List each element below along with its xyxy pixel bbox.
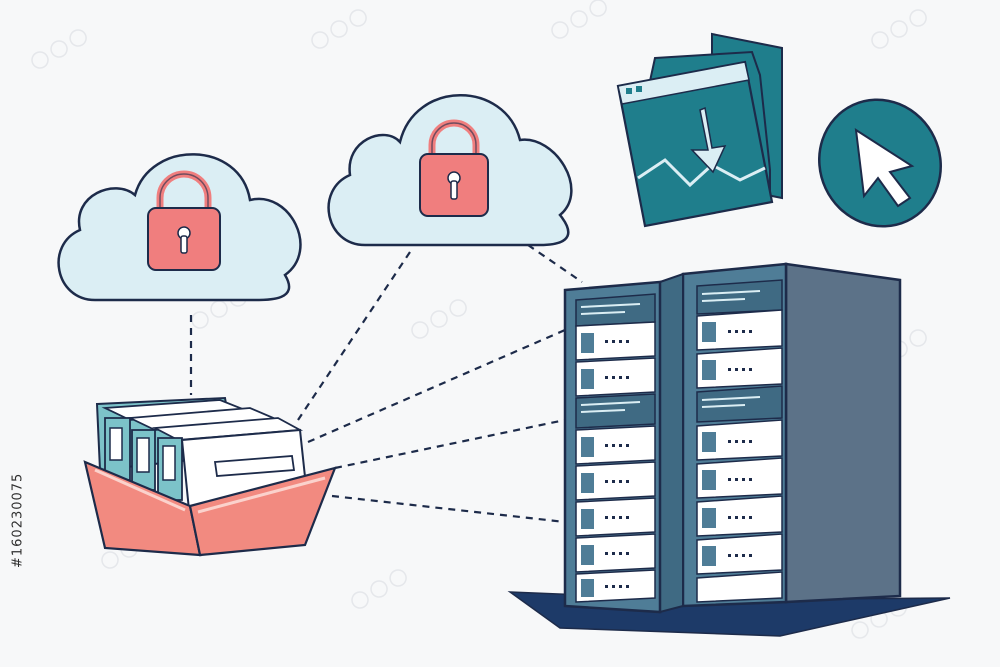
cursor-arrow-icon [818,98,942,228]
download-document-icon [616,32,783,228]
server-racks [507,262,951,637]
cloud-lock-center [327,94,573,247]
server-rack-left [563,272,684,614]
watermark-pattern [31,0,927,639]
padlock-icon [147,170,221,271]
cloud-lock-left [57,153,302,302]
stock-image-id: #160230075 [10,472,26,568]
padlock-icon [419,119,489,217]
connector-lines [189,244,583,524]
folder-files-icon [83,396,337,557]
server-rack-right [681,262,902,608]
